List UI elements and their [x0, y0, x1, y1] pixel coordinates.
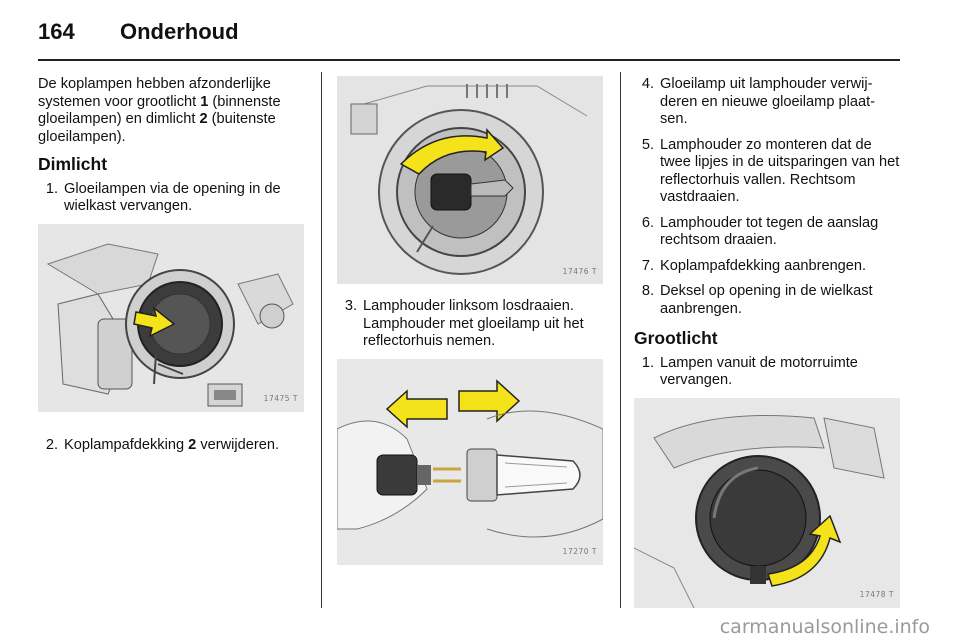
step-number: 2.	[45, 436, 58, 453]
step-number: 3.	[344, 298, 357, 314]
step-number: 5.	[641, 136, 654, 153]
figure-bulb-holder-rotate: 17476 T	[337, 76, 603, 284]
step-number: 1.	[45, 180, 58, 197]
step-text: Lampen vanuit de motorruimte vervangen.	[660, 354, 858, 389]
step-number: 1.	[641, 354, 654, 371]
figure-code: 17475 T	[263, 394, 298, 403]
intro-text-3: (buitenste gloeilampen).	[38, 111, 276, 145]
step-number: 7.	[641, 257, 654, 274]
step-number: 6.	[641, 214, 654, 231]
column-divider-1	[321, 72, 322, 608]
step-text: Lamphouder tot tegen de aanslag rechtsom…	[660, 214, 879, 249]
bulb-holder-rotate-illustration	[337, 76, 603, 284]
bulb-remove-illustration	[337, 358, 603, 565]
intro-text-1: De koplampen hebben afzonderlijke system…	[38, 76, 271, 110]
intro-paragraph: De koplampen hebben afzonderlijke system…	[38, 76, 304, 146]
column-1: De koplampen hebben afzonderlijke system…	[38, 76, 304, 462]
figure-bulb-remove: 17270 T	[337, 358, 603, 565]
watermark: carmanualsonline.info	[719, 616, 930, 638]
step-item: 7. Koplampafdekking aanbrengen.	[634, 258, 902, 276]
step-text: Koplampafdekking 2 verwijderen.	[64, 437, 304, 455]
section-heading-dimlicht: Dimlicht	[38, 154, 108, 174]
page-number: 164	[38, 19, 75, 44]
step-item: 1. Gloeilampen via de opening in de wiel…	[38, 181, 304, 216]
column-2: 17476 T 3. Lamphouder linksom losdraaien…	[337, 76, 603, 565]
step-number: 8.	[641, 283, 654, 299]
step-item: 1. Lampen vanuit de motorruimte vervange…	[634, 355, 902, 390]
headlamp-cover-illustration	[38, 223, 304, 412]
step-item: 5. Lamphouder zo monteren dat de twee lip…	[634, 137, 902, 207]
engine-bay-headlamp-illustration	[634, 397, 900, 608]
figure-code: 17270 T	[562, 547, 597, 556]
step-item: 4. Gloeilamp uit lamphouder verwij-deren …	[634, 76, 902, 129]
step-text: Lamphouder linksom losdraaien. Lamphoude…	[363, 298, 584, 349]
step-item: 2. Koplampafdekking 2 verwijderen.	[38, 437, 304, 455]
step-text: Lamphouder zo monteren dat de twee lipje…	[660, 136, 900, 206]
intro-text-2: (binnenste gloeilampen) en dimlicht	[38, 93, 281, 128]
steps-list: 4. Gloeilamp uit lamphouder verwij-deren …	[634, 76, 902, 318]
step-item: 3. Lamphouder linksom losdraaien. Lampho…	[337, 298, 603, 351]
step-ref: 2	[188, 436, 197, 453]
step-text: Deksel op opening in de wielkast aanbren…	[660, 283, 873, 317]
intro-ref-1: 1	[200, 93, 209, 110]
column-3: 4. Gloeilamp uit lamphouder verwij-deren …	[634, 76, 902, 608]
step-number: 4.	[641, 76, 654, 92]
intro-ref-2: 2	[199, 111, 208, 127]
step-item: 6. Lamphouder tot tegen de aanslag rechts…	[634, 215, 902, 250]
step-text-part: verwijderen.	[196, 436, 279, 453]
step-text: Gloeilampen via de opening in de wielkas…	[64, 180, 281, 215]
step-item: 8. Deksel op opening in de wielkast aanbr…	[634, 283, 902, 318]
figure-code: 17478 T	[859, 590, 894, 599]
step-text-part: Koplampafdekking	[64, 436, 189, 453]
step-text: Gloeilamp uit lamphouder verwij-deren en…	[660, 76, 875, 127]
figure-engine-bay-headlamp: 17478 T	[634, 397, 900, 608]
section-heading-grootlicht: Grootlicht	[634, 328, 718, 348]
step-text: Koplampafdekking aanbrengen.	[660, 257, 867, 274]
figure-headlamp-cover: 17475 T	[38, 223, 304, 412]
chapter-title: Onderhoud	[120, 19, 239, 44]
column-divider-2	[620, 72, 621, 608]
header-rule	[38, 59, 900, 61]
page-header: 164 Onderhoud	[38, 10, 239, 54]
figure-code: 17476 T	[562, 266, 597, 276]
